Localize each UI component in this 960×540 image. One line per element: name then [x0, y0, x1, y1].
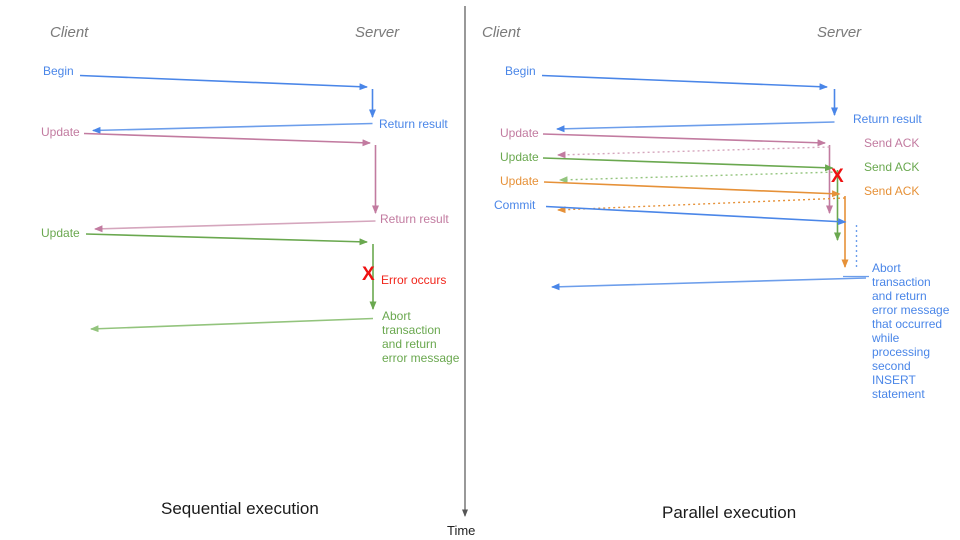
par-update3-request-line [543, 181, 841, 198]
par-update1-request-line [542, 133, 826, 147]
par-server-header: Server [817, 24, 862, 41]
seq-abort-return-line [90, 317, 374, 333]
par-abort-return-line [551, 277, 867, 291]
par-title: Parallel execution [662, 503, 797, 522]
par-ack3-line [557, 197, 846, 214]
par-error-x-icon: X [831, 166, 844, 187]
seq-server-header: Server [355, 24, 400, 41]
par-update3-label: Update [500, 174, 539, 188]
par-ack1-line [557, 146, 830, 159]
seq-begin-request-line [79, 74, 368, 91]
seq-error-x-icon: X [362, 264, 375, 285]
par-update2-request-line [542, 157, 834, 172]
par-client-header: Client [482, 24, 521, 41]
seq-begin-label: Begin [43, 64, 74, 78]
seq-return2-label: Return result [380, 212, 449, 226]
par-ack3-label: Send ACK [864, 184, 920, 198]
seq-title: Sequential execution [161, 499, 319, 518]
par-return1-label: Return result [853, 112, 922, 126]
seq-error-label: Error occurs [381, 273, 447, 287]
seq-update1-return-line [94, 220, 376, 233]
par-update1-label: Update [500, 126, 539, 140]
par-ack2-label: Send ACK [864, 160, 920, 174]
par-ack2-line [559, 171, 838, 184]
seq-abort-label: Abort transaction and return error messa… [382, 309, 460, 365]
par-begin-return-line [556, 121, 835, 133]
seq-begin-return-line [92, 122, 373, 134]
par-begin-label: Begin [505, 64, 536, 78]
seq-client-header: Client [50, 24, 89, 41]
seq-return1-label: Return result [379, 117, 448, 131]
par-abort-label: Abort transaction and return error messa… [872, 261, 950, 401]
par-commit-request-line [545, 205, 847, 226]
seq-update1-label: Update [41, 125, 80, 139]
par-commit-label: Commit [494, 198, 536, 212]
par-begin-request-line [541, 74, 828, 91]
seq-update2-request-line [85, 233, 368, 246]
seq-update2-label: Update [41, 226, 80, 240]
par-update2-label: Update [500, 150, 539, 164]
seq-update1-request-line [83, 132, 371, 147]
par-ack1-label: Send ACK [864, 136, 920, 150]
time-label: Time [447, 523, 476, 538]
